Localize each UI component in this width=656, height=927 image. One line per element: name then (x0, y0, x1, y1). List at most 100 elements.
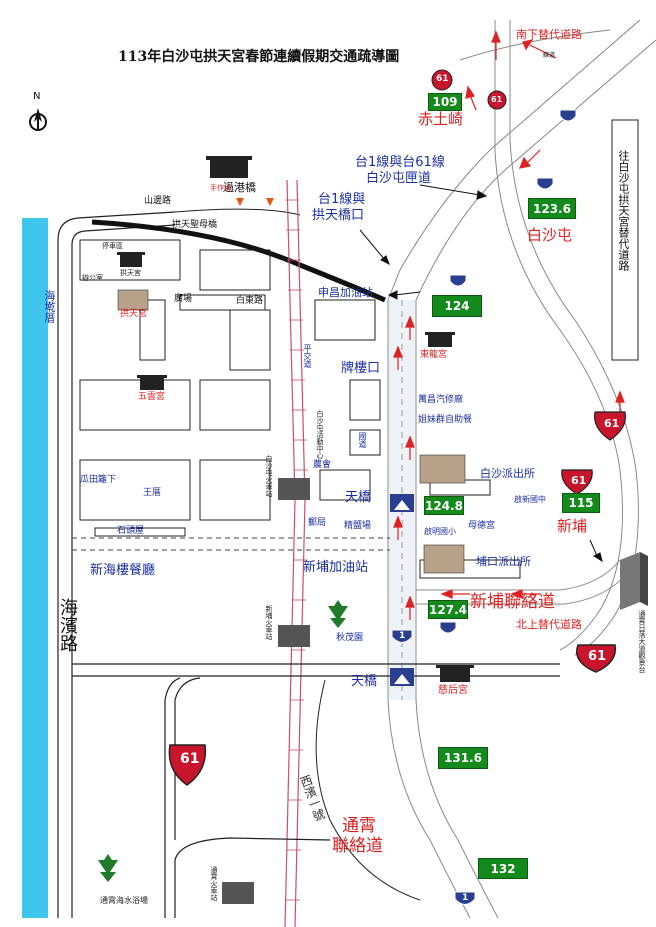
label-admin: 辦公室 (82, 274, 103, 282)
label-qiming: 啟明國小 (424, 527, 456, 536)
tongxiao-loop (315, 679, 421, 901)
label-tongxiao-bath: 通霄海水浴場 (100, 896, 148, 905)
highway-61-shield-icon (576, 644, 617, 673)
highway-61-number: 61 (588, 649, 607, 664)
label-ziyou: 姐妹群自助餐 (418, 415, 473, 425)
milepost-109: 109 (428, 93, 462, 111)
label-pailoukou: 牌樓口 (341, 361, 381, 376)
label-xinpu: 新埔 (557, 517, 588, 535)
label-baidong-road: 白東路 (236, 296, 264, 306)
highway-1-number: 1 (399, 631, 406, 641)
pointer-arrows (359, 184, 603, 563)
highway-61-shield-icon (168, 744, 207, 786)
label-dongling: 東龍宮 (420, 350, 448, 360)
label-stone-house: 石頭屋 (117, 526, 145, 536)
label-baisha-police: 白沙派出所 (480, 467, 535, 480)
label-guatian: 瓜田籬下 (80, 475, 117, 485)
label-chitu: 赤土崎 (418, 110, 464, 128)
tongxiao-link-road (174, 837, 331, 918)
label-wanchang: 萬昌汽修廠 (418, 395, 464, 405)
milepost-127-4: 127.4 (428, 600, 468, 619)
north-label: N (33, 91, 41, 102)
highway-61-number: 61 (491, 95, 503, 104)
highway-1-shield-icon (391, 109, 577, 905)
highway-61-road-d (509, 20, 639, 656)
label-parking: 停車區 (102, 242, 123, 250)
traffic-cone-icon (236, 198, 274, 206)
direction-arrows (393, 30, 630, 620)
label-post-office: 郵局 (308, 518, 327, 528)
highway-61-number: 61 (571, 474, 587, 487)
milepost-115: 115 (562, 493, 600, 513)
label-north-bypass: 北上替代道路 (516, 618, 582, 631)
label-cihou: 慈后宮 (438, 685, 468, 696)
temple-icon (117, 156, 474, 682)
label-jixin: 啟新國中 (514, 495, 546, 504)
highway-61-road (387, 19, 641, 301)
highway-61-road-b (415, 39, 656, 301)
label-tongxiao-viewing: 通霄日落大道觀景台 (638, 610, 646, 673)
label-tai1-tai61-2: 白沙屯匣道 (366, 171, 432, 186)
xinpu-link-road (416, 559, 621, 591)
highway-61-number: 61 (436, 74, 449, 84)
label-hall: 白沙屯活動中心 (316, 410, 324, 459)
highway-61-number: 61 (180, 751, 200, 767)
railway-ties (285, 199, 308, 901)
label-tai1-gongtian-2: 拱天橋口 (312, 208, 365, 223)
label-baisha-station: 白沙屯火車站 (265, 455, 273, 497)
tongxiao-west-coast (164, 677, 181, 918)
gongtian-bridge-road (91, 219, 386, 303)
label-side-sign: 往白沙屯拱天宮替代道路 (617, 150, 630, 271)
label-xinpu-link: 新埔聯絡道 (470, 592, 555, 612)
label-farmer-assoc: 農會 (313, 460, 332, 470)
milepost-132: 132 (478, 858, 528, 879)
viewing-tower (620, 552, 648, 610)
highway-61-shield-icon (431, 69, 453, 91)
label-guodao: 國道 (358, 432, 367, 448)
tianqiao-bridge-1 (390, 494, 414, 512)
label-shoubaiqiao: 手作坊 (210, 184, 231, 192)
label-gongtian-bridge: 拱天聖母橋 (172, 220, 218, 230)
tianqiao-bridge-2 (390, 668, 414, 686)
town-blocks (79, 239, 521, 579)
station-icon (222, 478, 310, 904)
tree-icon (98, 600, 348, 882)
highway-1-road-east (415, 300, 499, 919)
haibin-road-outline (57, 211, 176, 918)
label-xinpu-gas: 新埔加油站 (303, 560, 369, 575)
label-wangwu: 王厝 (143, 488, 162, 498)
label-tai1-gongtian-1: 台1線與 (318, 192, 366, 207)
label-shanbian-road: 山邊路 (144, 196, 172, 206)
map-title: 113年白沙屯拱天宮春節連續假期交通疏導圖 (118, 49, 400, 65)
label-south-bypass: 南下替代道路 (516, 28, 582, 41)
label-tongxiao-link-2: 聯絡道 (332, 836, 383, 856)
label-pingjiao: 平交道 (303, 344, 312, 368)
label-jingyan: 精鹽場 (344, 521, 372, 531)
label-wuxing: 母德宮 (468, 521, 496, 531)
milepost-123-6: 123.6 (528, 198, 576, 219)
north-compass-icon (29, 108, 47, 131)
label-tongxiao-station: 通霄火車站 (210, 866, 218, 901)
shanbian-road (174, 208, 301, 216)
label-tianqiao-1: 天橋 (345, 490, 372, 505)
label-pukou-police: 埔口派出所 (476, 555, 531, 568)
label-tai1-tai61-1: 台1線與台61線 (355, 155, 445, 170)
label-tongxiao-link-1: 通霄 (342, 816, 376, 836)
label-haibin-road: 海濱路 (57, 598, 78, 652)
tongxiao-link-curve (174, 677, 201, 840)
highway-61-shield-icon (487, 90, 507, 110)
coastline-sea (22, 218, 48, 918)
label-qiuzhi: 秋茂園 (336, 633, 364, 643)
label-tianqiao-2: 天橋 (351, 674, 378, 689)
label-haishua: 海墘厝 (43, 290, 56, 323)
label-guangchang: 廣場 (174, 294, 193, 304)
highway-61-number: 61 (604, 417, 620, 430)
label-xinpu-station: 新埔火車站 (265, 605, 273, 640)
label-gongtian: 拱天宮 (120, 309, 148, 319)
label-gongtian-board: 拱天宮 (120, 269, 141, 277)
label-wuyun: 五雲宮 (138, 392, 166, 402)
highway-1-number: 1 (462, 893, 469, 903)
highway-61-shield-icon (593, 411, 627, 441)
building-icon (117, 289, 466, 574)
